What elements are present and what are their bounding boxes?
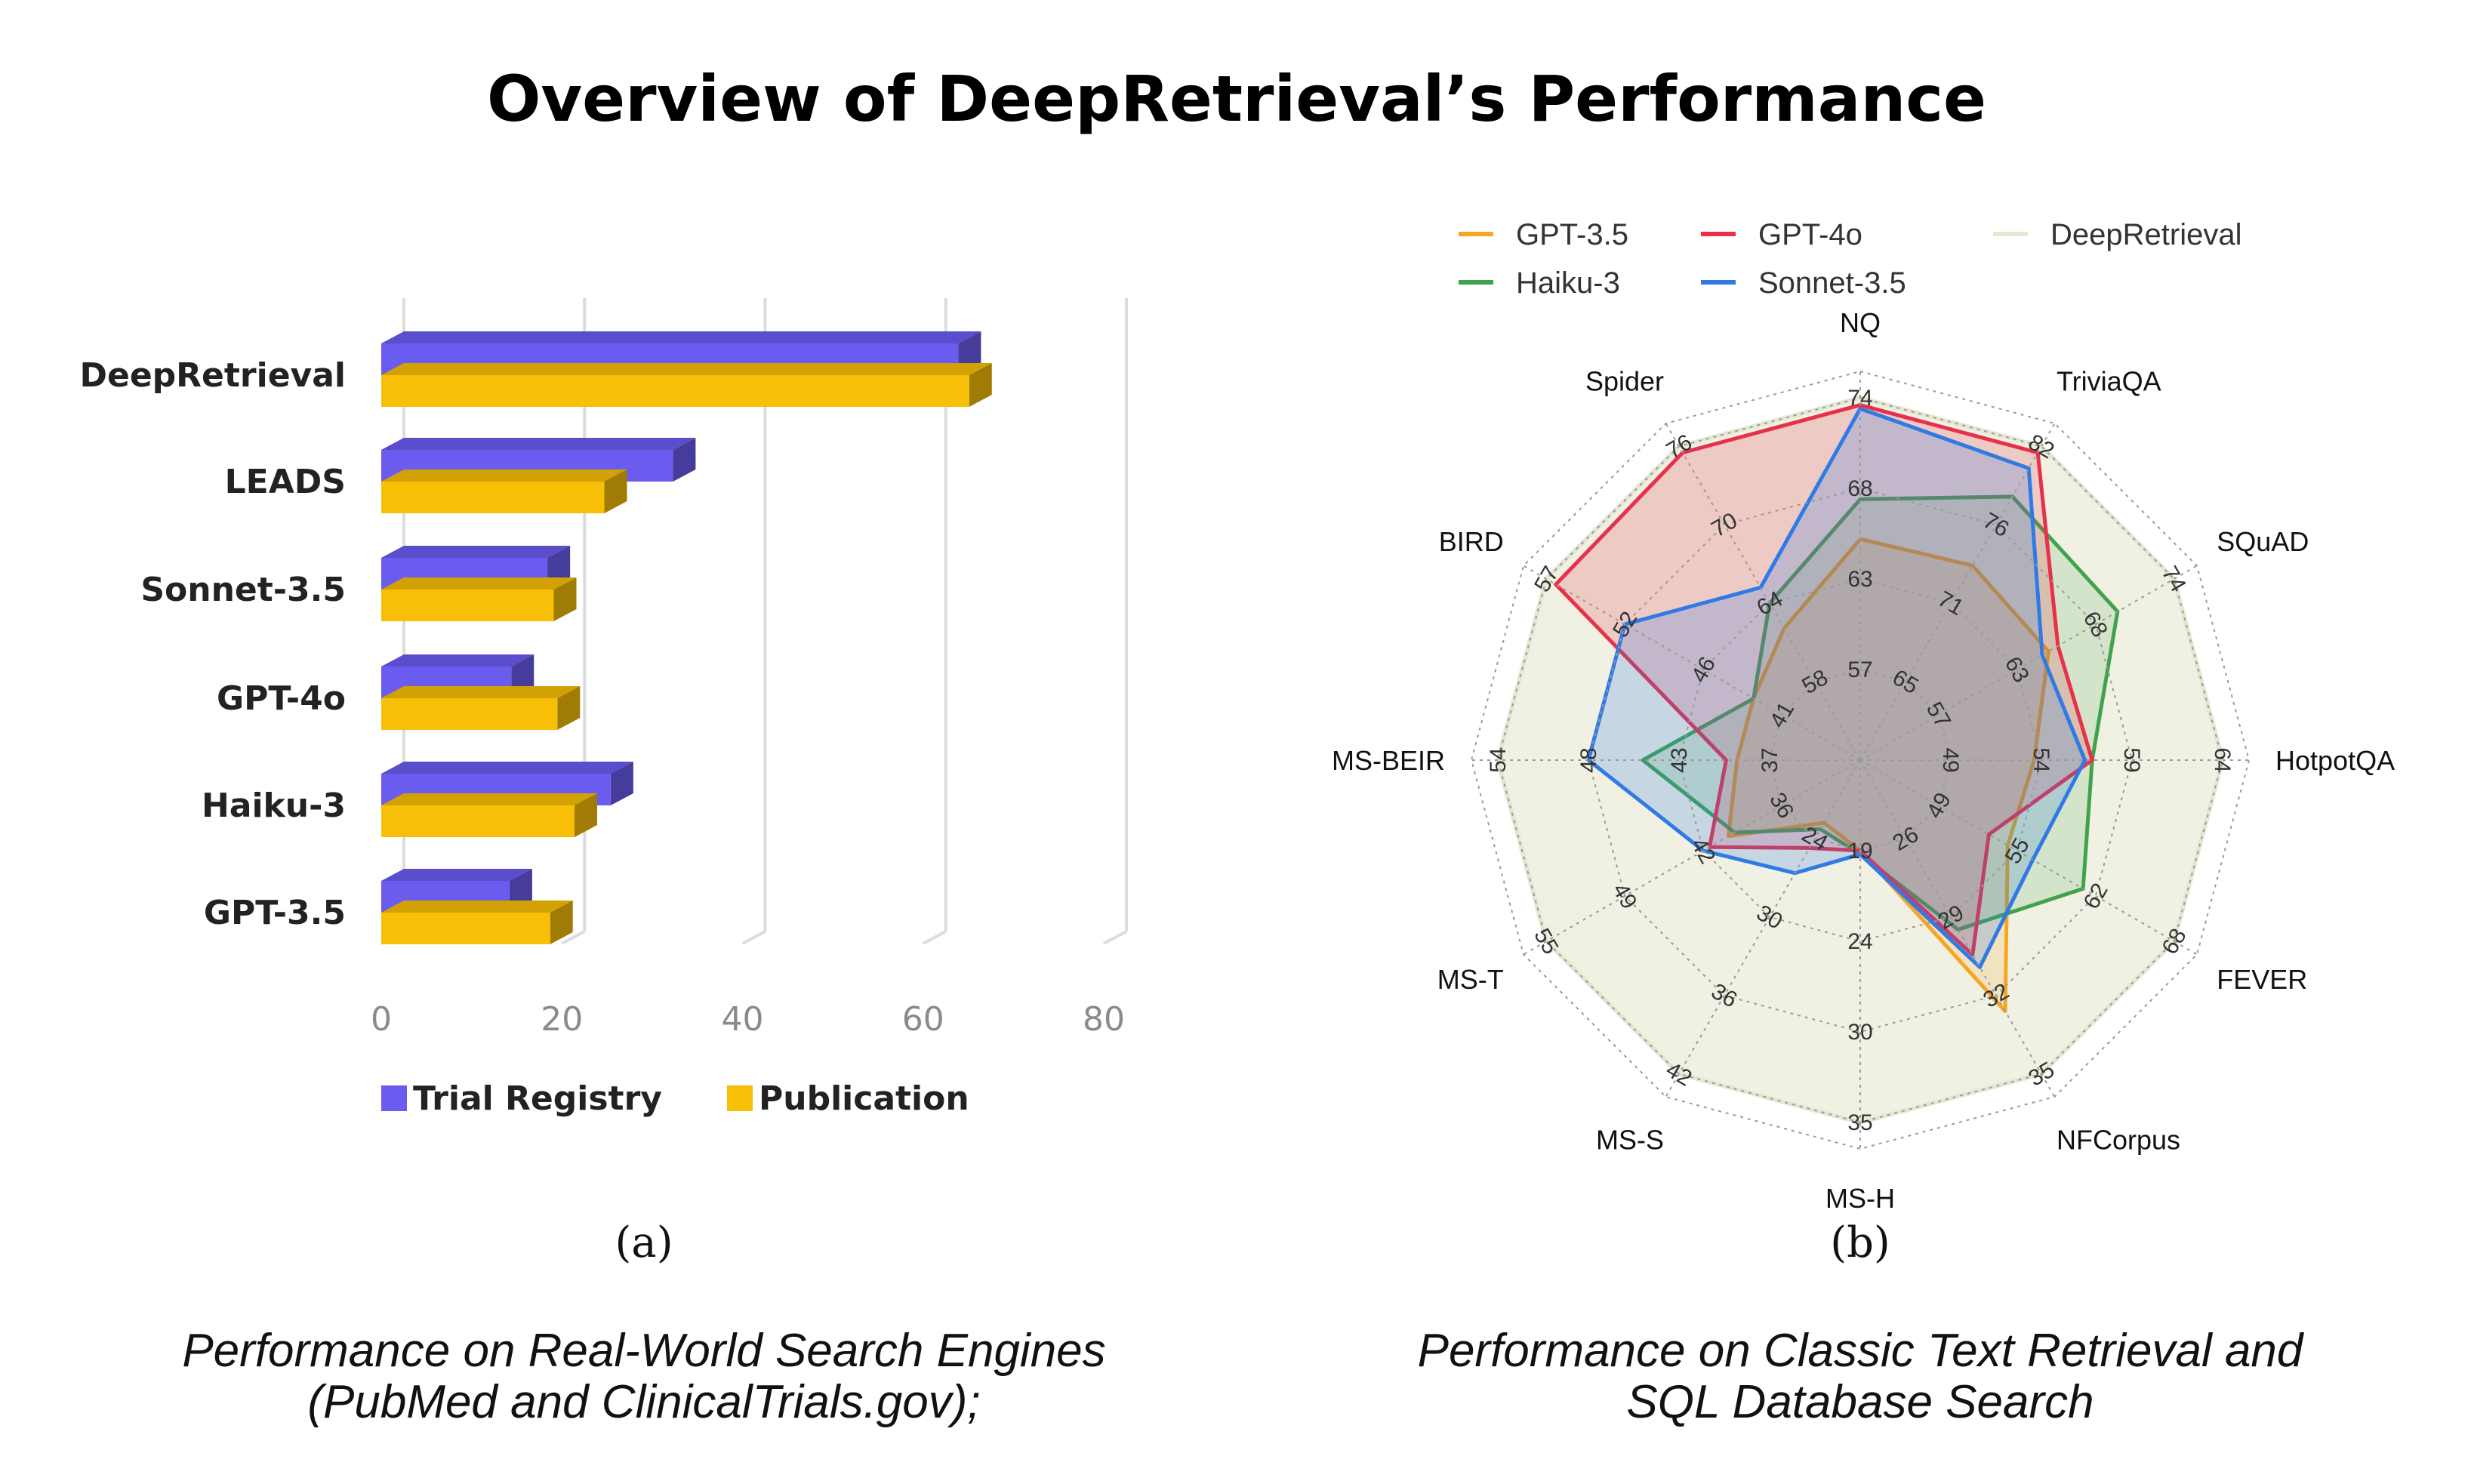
bar <box>381 698 558 730</box>
ring-tick-label: 19 <box>1847 839 1872 864</box>
legend-label: Trial Registry <box>413 1079 662 1118</box>
axis-label: NFCorpus <box>2057 1124 2180 1155</box>
axis-label: HotpotQA <box>2275 745 2395 776</box>
bar <box>381 913 550 944</box>
bar-top <box>381 762 633 774</box>
bar-top <box>381 869 532 881</box>
gridline-floor <box>561 930 586 945</box>
category-label: LEADS <box>225 463 346 501</box>
category-label: GPT-3.5 <box>204 894 346 932</box>
legend-label: GPT-4o <box>1758 218 1862 251</box>
category-label: Sonnet-3.5 <box>140 571 346 609</box>
ring-tick-label: 35 <box>1847 1110 1872 1135</box>
caption-line: (PubMed and ClinicalTrials.gov); <box>307 1376 980 1428</box>
x-tick-label: 60 <box>902 1000 944 1039</box>
ring-tick-label: 59 <box>2119 747 2144 772</box>
ring-tick-label: 49 <box>1938 747 1963 772</box>
gridline-floor <box>741 930 766 945</box>
category-label: GPT-4o <box>217 679 346 718</box>
axis-label: NQ <box>1840 307 1881 338</box>
category-label: DeepRetrieval <box>79 356 346 395</box>
legend-swatch <box>381 1085 407 1111</box>
axis-label: TriviaQA <box>2057 366 2161 397</box>
ring-tick-label: 30 <box>1847 1020 1872 1045</box>
bar-top <box>381 654 535 667</box>
bar <box>381 590 554 621</box>
caption-line: Performance on Real-World Search Engines <box>182 1325 1105 1377</box>
bar-top <box>381 331 981 343</box>
ring-tick-label: 57 <box>1847 657 1872 682</box>
axis-label: BIRD <box>1439 526 1504 557</box>
ring-tick-label: 54 <box>2029 747 2053 772</box>
bar-side <box>969 363 992 407</box>
axis-label: FEVER <box>2217 964 2307 995</box>
x-tick-label: 40 <box>722 1000 764 1039</box>
caption-line: Performance on Classic Text Retrieval an… <box>1418 1325 2305 1377</box>
bar-side <box>673 438 696 482</box>
bar-side <box>553 577 577 621</box>
bar-top <box>381 470 627 482</box>
radar-chart: NQ TriviaQA SQuAD HotpotQA FEVER NFCorpusMS-H… <box>1332 218 2395 1428</box>
bar-top <box>381 577 577 590</box>
bar <box>381 805 575 837</box>
bar-side <box>557 686 581 730</box>
bar-top <box>381 546 571 558</box>
bar-top <box>381 901 573 913</box>
x-tick-label: 20 <box>541 1000 583 1039</box>
x-tick-label: 80 <box>1083 1000 1125 1039</box>
bar <box>381 482 605 513</box>
category-label: Haiku-3 <box>202 787 346 825</box>
ring-tick-label: 37 <box>1758 747 1782 772</box>
bar-top <box>381 363 992 375</box>
bar-side <box>604 470 627 513</box>
ring-tick-label: 74 <box>1847 386 1872 411</box>
ring-tick-label: 63 <box>1847 567 1872 592</box>
ring-tick-label: 43 <box>1667 747 1692 772</box>
legend-label: DeepRetrieval <box>2050 218 2241 251</box>
axis-label: MS-T <box>1437 964 1504 995</box>
bar-side <box>610 762 633 805</box>
axis-label: SQuAD <box>2217 526 2309 557</box>
bar <box>381 375 969 407</box>
legend-label: Haiku-3 <box>1516 266 1620 300</box>
axis-label: Spider <box>1585 366 1664 397</box>
ring-tick-label: 54 <box>1486 747 1511 772</box>
axis-label: MS-S <box>1596 1124 1664 1155</box>
x-tick-label: 0 <box>371 1000 392 1039</box>
bar-top <box>381 793 597 805</box>
figure-title: Overview of DeepRetrieval’s Performance <box>487 62 1986 136</box>
legend-swatch <box>727 1085 753 1111</box>
subfigure-label: (b) <box>1830 1218 1890 1267</box>
legend-label: Publication <box>759 1079 969 1118</box>
ring-tick-label: 64 <box>2210 747 2235 772</box>
bar-side <box>574 793 597 837</box>
legend-label: Sonnet-3.5 <box>1758 266 1906 300</box>
ring-tick-label: 24 <box>1847 929 1872 954</box>
bar-side <box>550 901 573 944</box>
grid-ring-outer <box>1470 370 2251 1150</box>
subfigure-label: (a) <box>615 1218 673 1267</box>
ring-tick-label: 48 <box>1576 747 1601 772</box>
bar-top <box>381 686 581 698</box>
gridline-floor <box>1103 930 1127 945</box>
gridline-floor <box>922 930 947 945</box>
legend-label: GPT-3.5 <box>1516 218 1628 251</box>
axis-label: MS-BEIR <box>1332 745 1445 776</box>
ring-tick-label: 68 <box>1847 476 1872 501</box>
axis-label: MS-H <box>1825 1183 1895 1214</box>
bar-top <box>381 438 696 450</box>
caption-line: SQL Database Search <box>1626 1376 2094 1428</box>
